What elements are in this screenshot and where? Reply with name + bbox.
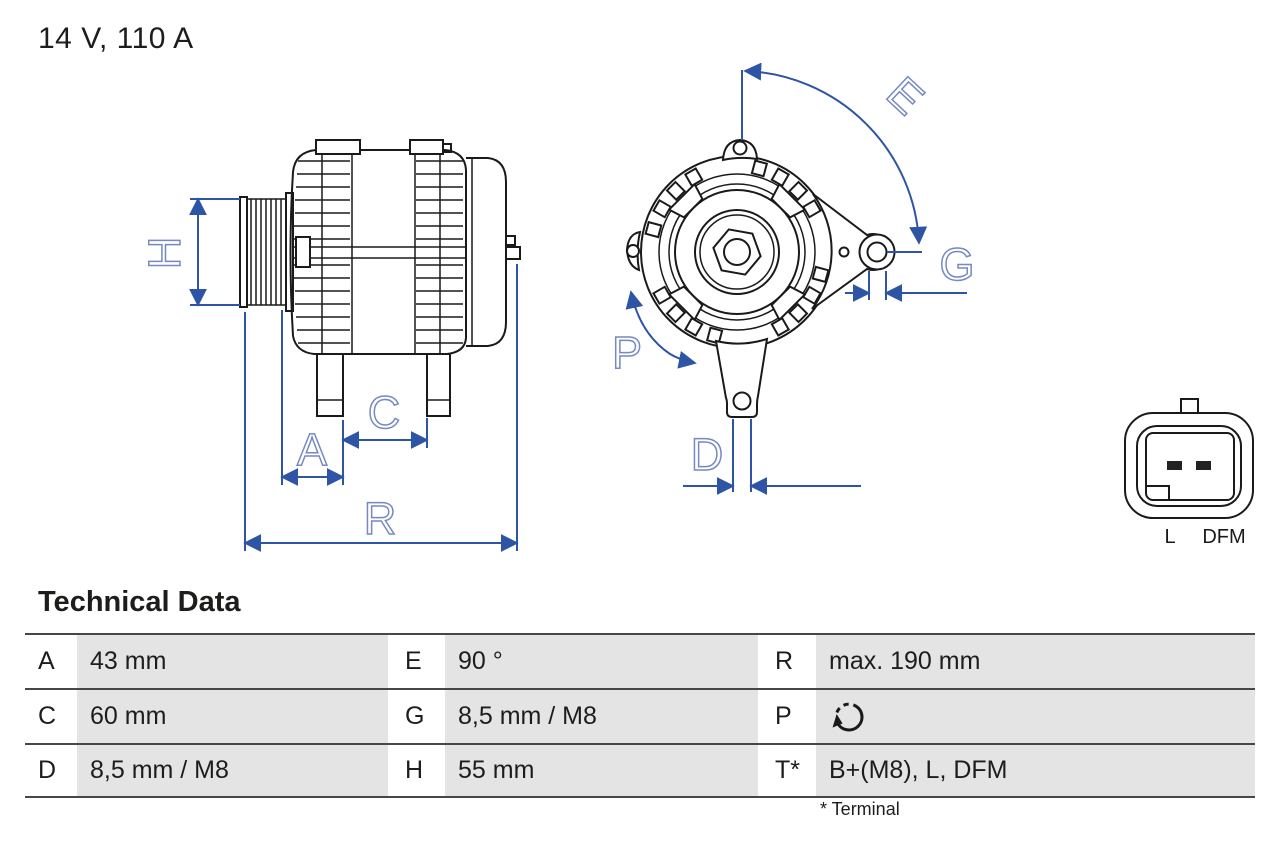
dim-label-d: D	[691, 429, 724, 480]
table-key-t: T*	[758, 745, 816, 796]
connector-label-dfm: DFM	[1202, 526, 1245, 548]
technical-data-table: A 43 mm E 90 ° R max. 190 mm C 60 mm G 8…	[25, 633, 1255, 798]
pulley-flange-right	[285, 192, 294, 312]
shaft-nut	[712, 228, 762, 276]
terminal-footnote: * Terminal	[820, 799, 900, 819]
page-title: 14 V, 110 A	[38, 22, 194, 55]
table-key-a: A	[25, 635, 77, 688]
dim-label-r: R	[364, 493, 397, 544]
table-value-t: B+(M8), L, DFM	[816, 745, 1255, 796]
connector-cavity	[1145, 432, 1235, 501]
dim-label-e: E	[877, 67, 934, 125]
dim-arc-e	[743, 62, 928, 245]
rotation-direction-icon	[832, 702, 864, 731]
connector-pin-dfm	[1196, 461, 1211, 470]
section-heading: Technical Data	[38, 586, 241, 618]
dim-label-h: H	[139, 237, 190, 270]
mounting-leg	[426, 353, 451, 417]
bearing-ring	[699, 214, 775, 290]
mounting-boss	[315, 139, 361, 155]
dim-ext-d	[732, 419, 752, 492]
connector-label-l: L	[1164, 526, 1175, 548]
bottom-leg-hole	[732, 391, 752, 411]
ring	[658, 173, 816, 331]
shaft-hub	[295, 236, 311, 268]
bearing-ring	[694, 209, 780, 295]
table-key-h: H	[388, 745, 445, 796]
ear-pinhole	[838, 246, 850, 258]
dim-label-g: G	[939, 239, 974, 290]
table-value-c: 60 mm	[77, 690, 388, 743]
connector-notch	[1146, 485, 1170, 500]
table-key-e: E	[388, 635, 445, 688]
mounting-leg	[316, 353, 344, 417]
table-key-p: P	[758, 690, 816, 743]
table-key-d: D	[25, 745, 77, 796]
table-row: C 60 mm G 8,5 mm / M8 P	[25, 690, 1255, 745]
dim-label-p: P	[612, 327, 642, 378]
technical-drawing: H A C R	[138, 62, 1254, 552]
table-value-p	[816, 690, 1255, 743]
vent-slots	[644, 159, 830, 345]
terminal-stub	[505, 235, 516, 246]
pulley-ribs	[247, 198, 286, 306]
shaft-hole	[723, 238, 751, 266]
dim-label-a: A	[297, 424, 327, 475]
table-key-r: R	[758, 635, 816, 688]
table-row: D 8,5 mm / M8 H 55 mm T* B+(M8), L, DFM	[25, 745, 1255, 798]
connector-plug: L DFM	[1124, 398, 1254, 548]
stator-band	[293, 246, 466, 259]
table-value-g: 8,5 mm / M8	[445, 690, 758, 743]
connector-inner	[1136, 425, 1242, 507]
terminal-stub	[505, 246, 521, 260]
top-lug-hole	[732, 140, 748, 156]
front-view	[625, 138, 896, 418]
dim-label-c: C	[368, 387, 401, 438]
ring	[668, 183, 806, 321]
connector-outer	[1124, 412, 1254, 519]
connector-pin-l	[1167, 461, 1182, 470]
housing-outline	[289, 149, 467, 355]
boss-nub	[442, 143, 452, 153]
pulley-flange-left	[239, 196, 248, 308]
side-view	[239, 139, 521, 417]
ring	[674, 189, 800, 315]
through-bolts	[321, 154, 441, 354]
table-value-a: 43 mm	[77, 635, 388, 688]
table-value-d: 8,5 mm / M8	[77, 745, 388, 796]
table-row: A 43 mm E 90 ° R max. 190 mm	[25, 635, 1255, 690]
left-lug-hole	[626, 244, 640, 258]
table-value-h: 55 mm	[445, 745, 758, 796]
table-value-r: max. 190 mm	[816, 635, 1255, 688]
cooling-fins-left	[294, 160, 350, 344]
cooling-fins-right	[416, 160, 463, 344]
outer-ring	[640, 155, 834, 349]
table-value-e: 90 °	[445, 635, 758, 688]
bottom-leg	[714, 337, 769, 418]
rotation-arc-p	[625, 290, 697, 369]
table-key-g: G	[388, 690, 445, 743]
mounting-boss	[409, 139, 444, 155]
table-key-c: C	[25, 690, 77, 743]
side-view-dimensions: H A C R	[138, 197, 519, 552]
